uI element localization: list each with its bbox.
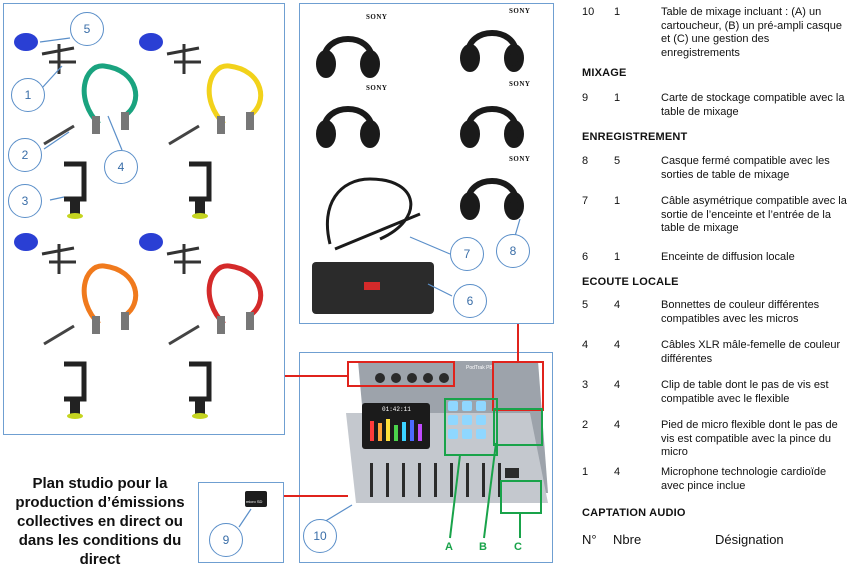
row-number: 4 <box>582 339 589 351</box>
row-number: 7 <box>582 195 589 207</box>
monitoring-panel: SONY SONY SONY SONY SONY 7 8 6 <box>299 3 554 324</box>
micro-sd-card: micro SD <box>245 491 267 507</box>
row-number: 2 <box>582 419 589 431</box>
sony-logo: SONY <box>509 7 531 15</box>
sony-logo: SONY <box>509 155 531 163</box>
microphones-panel: 1 2 3 4 5 <box>3 3 285 435</box>
row-number: 10 <box>582 6 595 18</box>
row-designation: Casque fermé compatible avec les sorties… <box>661 155 830 181</box>
badge-3: 3 <box>8 184 42 218</box>
row-quantity: 4 <box>614 379 621 391</box>
headphone <box>316 36 380 78</box>
label-a: A <box>445 541 453 553</box>
xlr-inputs <box>375 373 449 383</box>
foam-windscreen <box>14 33 38 51</box>
sony-logo: SONY <box>366 84 388 92</box>
badge-8: 8 <box>496 234 530 268</box>
row-quantity: 1 <box>614 195 621 207</box>
microphones-illustration <box>14 33 264 419</box>
badge-10: 10 <box>303 519 337 553</box>
plan-title: Plan studio pour la production d’émissio… <box>15 475 185 568</box>
headphone <box>460 30 524 72</box>
row-quantity: 4 <box>614 419 621 431</box>
section-enregistrement: ENREGISTREMENT <box>582 131 688 143</box>
row-number: 1 <box>582 466 589 478</box>
column-header-designation: Désignation <box>715 532 784 547</box>
mixer-display-time: 01:42:11 <box>382 406 411 413</box>
section-ecoute: ECOUTE LOCALE <box>582 276 679 288</box>
row-quantity: 1 <box>614 6 621 18</box>
table-clamp <box>64 161 87 219</box>
badge-1: 1 <box>11 78 45 112</box>
row-number: 6 <box>582 251 589 263</box>
micro-sd-label: micro SD <box>246 499 263 504</box>
section-mixage: MIXAGE <box>582 67 627 79</box>
mixer-illustration <box>313 361 548 539</box>
sony-logo: SONY <box>366 13 388 21</box>
row-designation: Carte de stockage compatible avec la tab… <box>661 92 845 118</box>
badge-7: 7 <box>450 237 484 271</box>
row-quantity: 4 <box>614 299 621 311</box>
storage-card-panel: micro SD 9 <box>198 482 284 563</box>
row-designation: Câble asymétrique compatible avec la sor… <box>661 195 847 234</box>
mic-kit-yellow <box>139 33 264 219</box>
row-number: 8 <box>582 155 589 167</box>
mixer-model-label: PodTrak P8 <box>466 365 493 371</box>
badge-9: 9 <box>209 523 243 557</box>
flexible-arm <box>43 124 75 146</box>
row-designation: Bonnettes de couleur différentes compati… <box>661 299 820 325</box>
row-quantity: 4 <box>614 339 621 351</box>
row-quantity: 5 <box>614 155 621 167</box>
row-number: 9 <box>582 92 589 104</box>
row-designation: Câbles XLR mâle-femelle de couleur diffé… <box>661 339 841 365</box>
headphone <box>316 106 380 148</box>
badge-6: 6 <box>453 284 487 318</box>
green-highlight-phones <box>493 408 543 446</box>
section-captation: CAPTATION AUDIO <box>582 507 686 519</box>
label-b: B <box>479 541 487 553</box>
badge-4: 4 <box>104 150 138 184</box>
mic-kit-orange <box>14 233 139 419</box>
audio-cable <box>325 177 421 251</box>
row-number: 3 <box>582 379 589 391</box>
headphone <box>460 178 524 220</box>
level-meters <box>370 419 422 441</box>
red-highlight-inputs <box>347 361 455 387</box>
row-designation: Pied de micro flexible dont le pas de vi… <box>661 419 838 458</box>
mixer-panel: 01:42:11 PodTrak P8 10 <box>299 352 553 563</box>
mic-kit-red <box>139 233 264 419</box>
fader-row <box>370 463 501 497</box>
sample-pads <box>448 401 486 439</box>
row-designation: Enceinte de diffusion locale <box>661 251 795 263</box>
row-designation: Clip de table dont le pas de vis est com… <box>661 379 829 405</box>
row-designation: Table de mixage incluant : (A) un cartou… <box>661 6 842 59</box>
equipment-table: 10 1 Table de mixage incluant : (A) un c… <box>582 0 850 568</box>
green-highlight-pads <box>444 398 498 456</box>
column-header-quantity: Nbre <box>613 532 642 547</box>
column-header-number: N° <box>582 532 597 547</box>
headphones-illustration <box>312 30 524 314</box>
row-quantity: 1 <box>614 251 621 263</box>
row-quantity: 1 <box>614 92 621 104</box>
row-quantity: 4 <box>614 466 621 478</box>
badge-2: 2 <box>8 138 42 172</box>
sony-logo: SONY <box>509 80 531 88</box>
xlr-cable <box>81 63 139 126</box>
row-number: 5 <box>582 299 589 311</box>
mic-kit-green <box>14 33 139 219</box>
headphone <box>460 106 524 148</box>
badge-5: 5 <box>70 12 104 46</box>
label-c: C <box>514 541 522 553</box>
row-designation: Microphone technologie cardioïde avec pi… <box>661 466 827 492</box>
